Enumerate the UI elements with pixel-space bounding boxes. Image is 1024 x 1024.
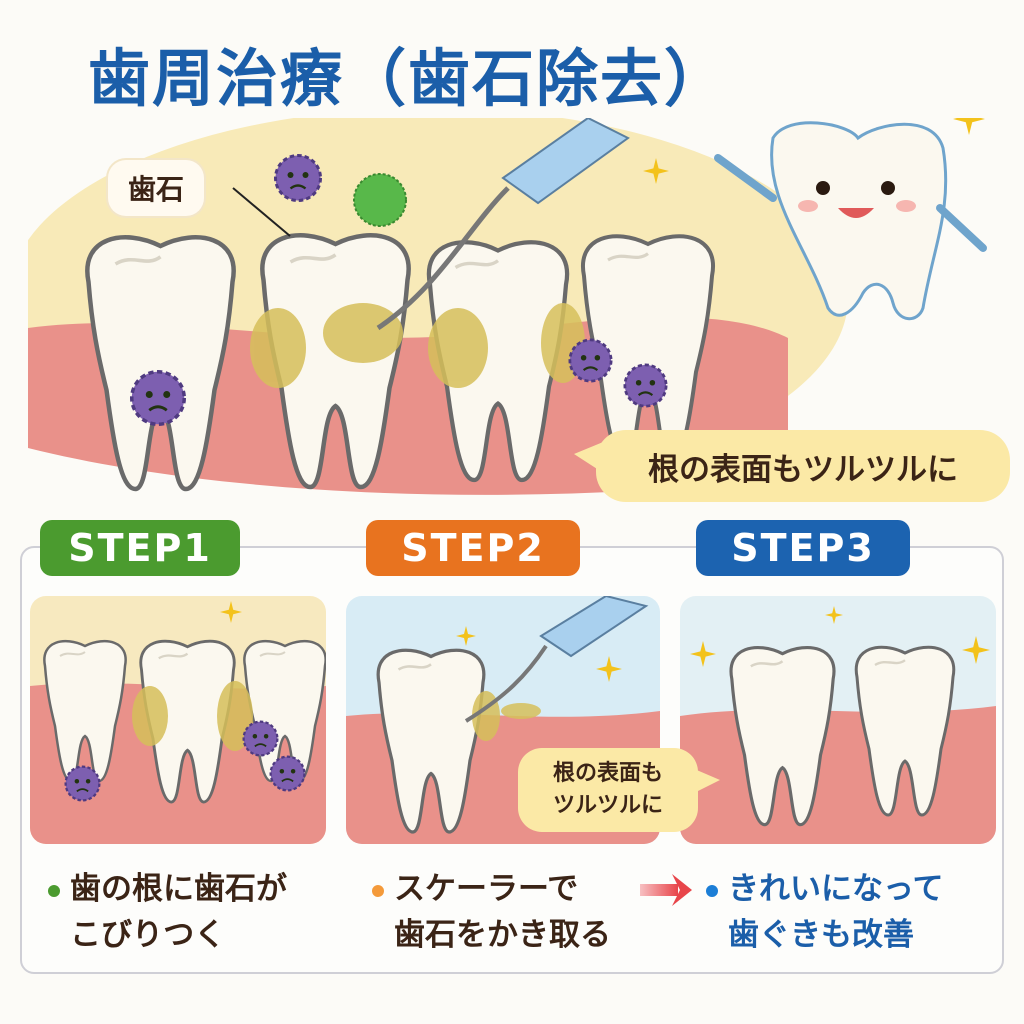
caption-line: 歯石をかき取る (394, 917, 611, 953)
bubble-line: ツルツルに (552, 793, 663, 818)
tartar-label: 歯石 (108, 160, 205, 216)
caption-line: 歯の根に歯石が (70, 871, 287, 907)
bacteria-icon (64, 765, 101, 802)
bacteria-icon-green (353, 173, 407, 227)
step3-caption: きれいになって 歯ぐきも改善 (706, 866, 943, 958)
bacteria-icon (274, 154, 322, 202)
caption-line: 歯ぐきも改善 (728, 917, 914, 953)
bubble-line: 根の表面も (552, 761, 663, 786)
sparkle-icon (953, 118, 985, 135)
mascot-tooth (714, 121, 987, 321)
label-pointer (232, 187, 291, 237)
bullet-icon (372, 884, 384, 897)
caption-line: きれいになって (728, 871, 944, 907)
step3-badge: STEP3 (696, 520, 910, 576)
page-title: 歯周治療（歯石除去） (88, 42, 729, 115)
bullet-icon (706, 884, 718, 897)
bacteria-icon (242, 720, 279, 757)
scaler-instrument-icon (464, 596, 649, 723)
scaler-instrument-icon (376, 118, 630, 331)
speech-bubble: 根の表面もツルツルに (574, 430, 1010, 502)
step2-illustration (346, 596, 660, 844)
step1-illustration (30, 596, 326, 844)
step2-badge: STEP2 (366, 520, 580, 576)
step2-speech-bubble: 根の表面も ツルツルに (518, 748, 720, 832)
bullet-icon (48, 884, 60, 897)
bacteria-icon (623, 363, 668, 408)
step3-illustration (680, 596, 996, 844)
step2-caption: スケーラーで 歯石をかき取る (372, 866, 611, 958)
arrow-right-icon (640, 874, 692, 906)
bacteria-icon (568, 338, 613, 383)
step1-badge: STEP1 (40, 520, 240, 576)
caption-line: こびりつく (70, 917, 226, 953)
step1-caption: 歯の根に歯石が こびりつく (48, 866, 287, 958)
bacteria-icon (269, 755, 306, 792)
caption-line: スケーラーで (394, 871, 579, 907)
bacteria-icon (130, 370, 186, 426)
